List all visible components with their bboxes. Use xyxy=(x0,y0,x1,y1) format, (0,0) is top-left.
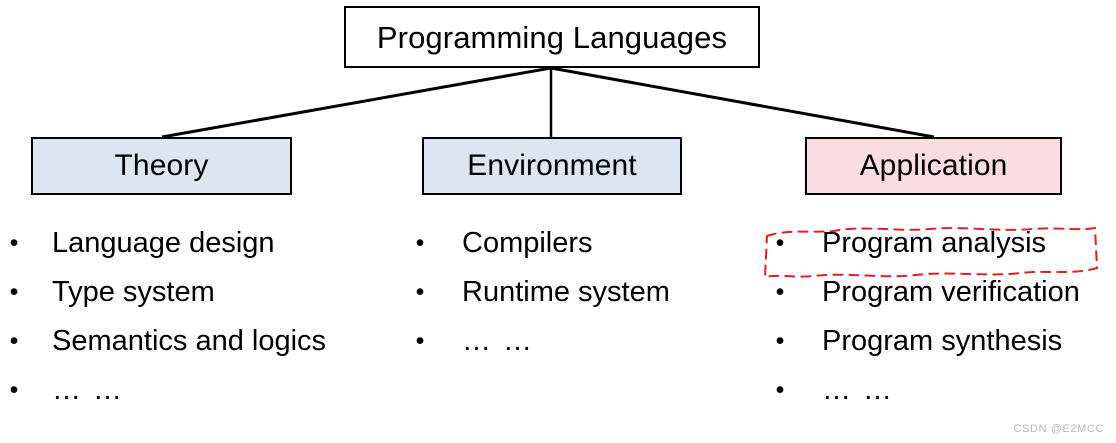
bullet-icon: • xyxy=(9,376,19,404)
list-item-label: Runtime system xyxy=(462,276,670,308)
bullet-icon: • xyxy=(775,278,785,306)
list-item-label: Semantics and logics xyxy=(52,325,327,357)
list-item-label: … … xyxy=(52,374,125,406)
bullet-icon: • xyxy=(415,327,425,355)
list-item: • Program verification xyxy=(760,277,1116,326)
list-environment: • Compilers • Runtime system • … … xyxy=(400,228,780,375)
list-item-label: … … xyxy=(822,374,895,406)
list-item-label: … … xyxy=(462,325,535,357)
bullet-icon: • xyxy=(775,229,785,257)
list-item: • Semantics and logics xyxy=(0,326,400,375)
list-item: • Runtime system xyxy=(400,277,780,326)
list-item-label: Program synthesis xyxy=(822,325,1063,357)
node-label-theory: Theory xyxy=(114,149,209,182)
connector-root-to-theory xyxy=(161,66,552,139)
list-item-label: Program verification xyxy=(822,276,1080,308)
list-theory: • Language design • Type system • Semant… xyxy=(0,228,400,424)
list-item: • Compilers xyxy=(400,228,780,277)
node-theory[interactable]: Theory xyxy=(31,137,292,195)
list-item: • Type system xyxy=(0,277,400,326)
bullet-icon: • xyxy=(9,278,19,306)
bullet-icon: • xyxy=(415,278,425,306)
bullet-icon: • xyxy=(775,327,785,355)
list-item-label: Compilers xyxy=(462,227,593,259)
node-programming-languages[interactable]: Programming Languages xyxy=(344,6,760,68)
node-application[interactable]: Application xyxy=(805,137,1062,195)
node-environment[interactable]: Environment xyxy=(422,137,682,195)
list-item-label: Program analysis xyxy=(822,227,1047,259)
bullet-icon: • xyxy=(9,327,19,355)
node-label-application: Application xyxy=(859,149,1008,182)
node-label-environment: Environment xyxy=(467,149,637,182)
bullet-icon: • xyxy=(415,229,425,257)
list-item: • Language design xyxy=(0,228,400,277)
watermark-label: CSDN @E2MCC xyxy=(1013,423,1104,435)
list-item: • … … xyxy=(400,326,780,375)
list-item-label: Language design xyxy=(52,227,275,259)
list-item: • Program synthesis xyxy=(760,326,1116,375)
list-item: • … … xyxy=(760,375,1116,424)
connector-root-to-application xyxy=(550,66,935,139)
list-application: • Program analysis • Program verificatio… xyxy=(760,228,1116,424)
bullet-icon: • xyxy=(9,229,19,257)
list-item: • … … xyxy=(0,375,400,424)
list-item-label: Type system xyxy=(52,276,215,308)
node-label-root: Programming Languages xyxy=(376,19,728,55)
list-item: • Program analysis xyxy=(760,228,1116,277)
bullet-icon: • xyxy=(775,376,785,404)
